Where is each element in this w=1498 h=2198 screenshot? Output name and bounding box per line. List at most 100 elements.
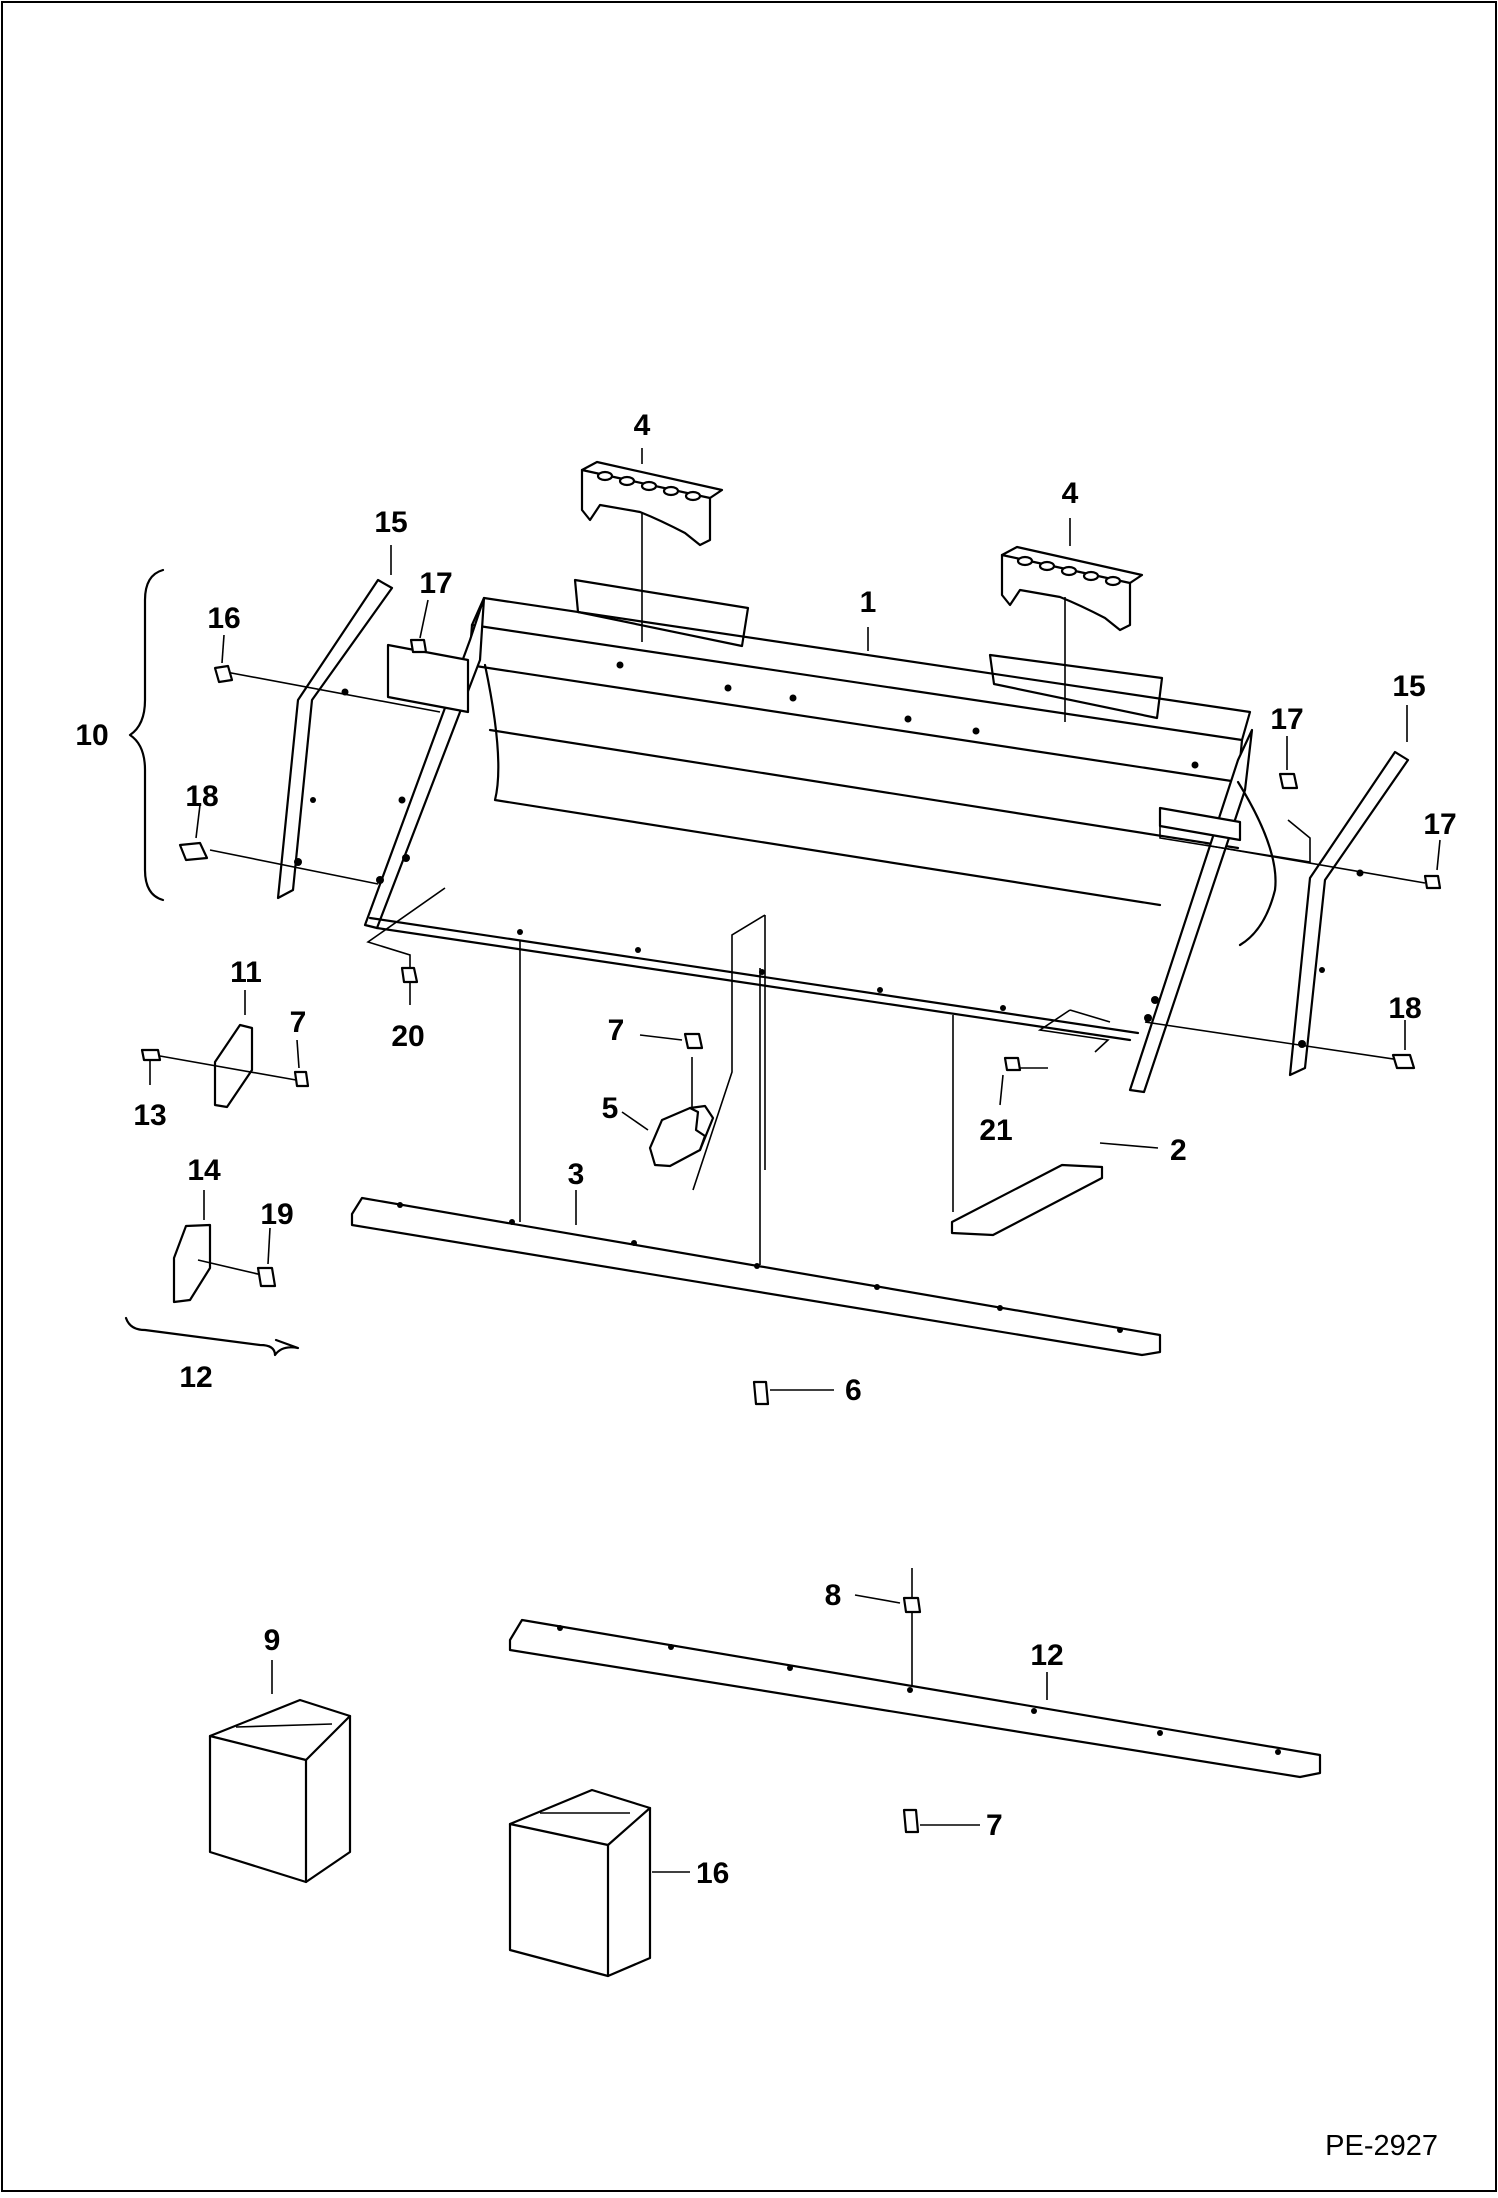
- assy-line-5-plane: [692, 914, 766, 1191]
- callout-15b: 17: [1423, 808, 1456, 841]
- leader-7-kit: [296, 1039, 300, 1069]
- bolt-17-left: [178, 841, 209, 862]
- edge-hole: [635, 947, 641, 953]
- assy-line-17a: [209, 849, 379, 885]
- bolt-17-right: [1391, 1053, 1416, 1070]
- callout-21: 16: [696, 1857, 729, 1890]
- leader-17c: [267, 1227, 271, 1265]
- leader-16a: [419, 599, 429, 639]
- nut-16-right: [1278, 772, 1299, 790]
- tooth-bar-left-top: [580, 460, 724, 500]
- callout-16b: 17: [1270, 703, 1303, 736]
- assy-line-18b-a: [1037, 1009, 1110, 1053]
- assy-line-10: [159, 1055, 297, 1081]
- side-hole: [398, 796, 406, 804]
- side-hole: [376, 876, 384, 884]
- callout-16a: 17: [419, 567, 452, 600]
- leader-5: [621, 1111, 649, 1131]
- callout-4a: 4: [634, 409, 651, 442]
- box-8-body: [208, 1698, 352, 1884]
- assy-line-15a: [225, 671, 441, 713]
- brace-9: [128, 568, 165, 902]
- cutting-edge-bar: [350, 1196, 1162, 1357]
- callout-12b: 15: [1392, 670, 1425, 703]
- callout-labels: 4 4 1 15 15 17 17 16 17 10 18 18 19 20 2…: [75, 409, 1456, 1890]
- callout-17a: 18: [185, 780, 218, 813]
- tooth-bar-left-body: [580, 468, 712, 547]
- callout-7-kit: 7: [290, 1006, 307, 1039]
- callout-4b: 4: [1062, 477, 1079, 510]
- leader-lines: [149, 448, 1441, 1873]
- callout-9: 10: [75, 719, 108, 752]
- box-21-body: [508, 1788, 652, 1978]
- rail-hole: [789, 694, 797, 702]
- leader-2: [1099, 1142, 1159, 1149]
- callout-12a: 15: [374, 506, 407, 539]
- bucket-top-rail-top: [470, 596, 1252, 742]
- leader-15b: [1436, 839, 1441, 871]
- side-hole: [1144, 1014, 1152, 1022]
- bucket-assembly: [363, 578, 1277, 1094]
- leader-15a: [221, 634, 225, 664]
- bolt-20: [902, 1808, 920, 1834]
- callout-18a: 20: [391, 1020, 424, 1053]
- wear-strip: [950, 1163, 1104, 1237]
- callout-5: 5: [602, 1092, 619, 1125]
- box-8-tape: [235, 1723, 333, 1728]
- bolt-13: [140, 1048, 162, 1062]
- nut-18-left: [400, 966, 419, 984]
- nut-7-kit: [293, 1070, 310, 1088]
- tooth-bar-right-top: [1000, 545, 1144, 585]
- assy-line-17b: [1144, 1021, 1401, 1061]
- bucket-back-line: [488, 728, 1240, 850]
- kit-box-21: [508, 1788, 652, 1978]
- assy-line-18b-b: [1069, 1009, 1111, 1023]
- rail-hole: [724, 684, 732, 692]
- wear-plate-left: [386, 643, 470, 714]
- plate-hole: [310, 797, 316, 803]
- rail-hole: [1191, 761, 1199, 769]
- assy-line-18a: [366, 887, 446, 975]
- bucket-tooth-side: [688, 1104, 715, 1152]
- nut-7-tooth: [683, 1032, 704, 1050]
- edge-hole: [1000, 1005, 1006, 1011]
- tooth-bar-right-body: [1000, 553, 1132, 632]
- leader-7-tooth: [639, 1034, 683, 1041]
- bolt-6: [752, 1380, 770, 1406]
- tooth-bar-right-holes: [1016, 555, 1122, 587]
- bucket-curve-right: [1236, 780, 1277, 947]
- leader-17a: [195, 804, 201, 839]
- nut-16-left: [409, 638, 428, 654]
- assy-line-16b: [1159, 808, 1311, 863]
- bucket-back-flange-left: [573, 578, 750, 648]
- edge-hole: [877, 987, 883, 993]
- bucket-bottom-edge: [375, 926, 1132, 1042]
- bolt-15-right: [1423, 874, 1442, 890]
- callout-8: 9: [264, 1624, 281, 1657]
- bucket-side-right: [1128, 728, 1254, 1094]
- top-rail-holes: [376, 661, 1199, 1022]
- tooth-bar-left: [580, 460, 724, 547]
- nut-7-edge: [902, 1596, 922, 1614]
- callout-19: 12: [1030, 1639, 1063, 1672]
- callout-6: 6: [845, 1374, 862, 1407]
- callout-17b: 18: [1388, 992, 1421, 1025]
- callout-7-edge: 8: [825, 1579, 842, 1612]
- assembly-lines: [209, 645, 1426, 1690]
- callout-20: 7: [986, 1809, 1003, 1842]
- cutting-edge-holes: [397, 1202, 1123, 1333]
- plate-hole: [294, 858, 302, 866]
- leader-18b: [999, 1074, 1004, 1106]
- callout-11: 12: [179, 1361, 212, 1394]
- bucket-back-curve-left: [483, 663, 1162, 907]
- rail-hole: [616, 661, 624, 669]
- callout-7-tooth: 7: [608, 1014, 625, 1047]
- side-plate-left: [276, 578, 394, 900]
- nut-18-right: [1003, 1056, 1022, 1072]
- side-hole: [402, 854, 410, 862]
- rail-hole: [972, 727, 980, 735]
- assy-line-14: [197, 1259, 263, 1276]
- leader-7-edge: [854, 1594, 901, 1604]
- bucket-cutting-edge: [368, 916, 1140, 1035]
